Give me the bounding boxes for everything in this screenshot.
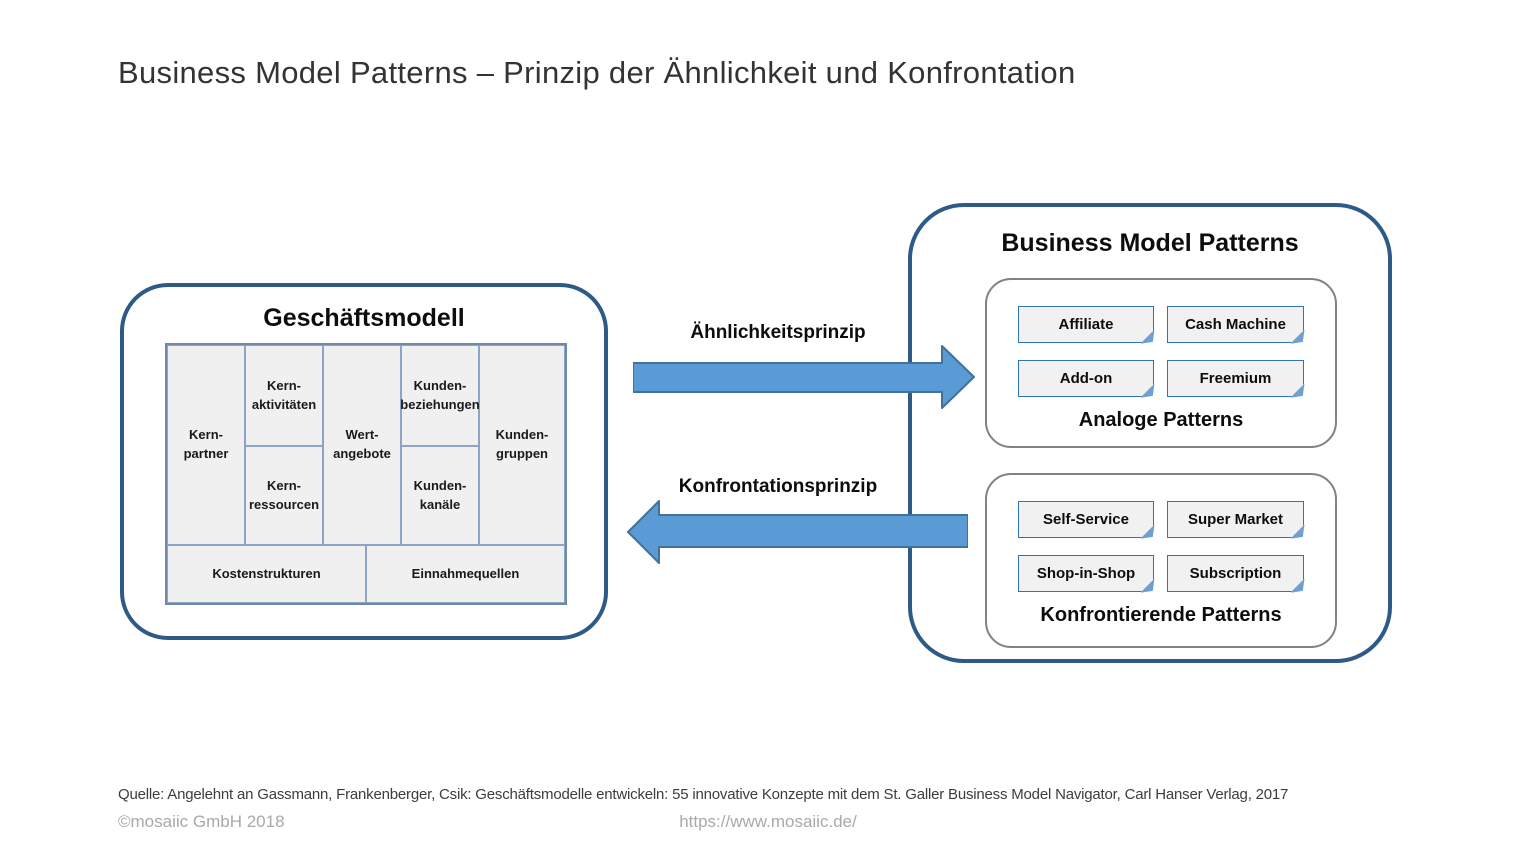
similarity-arrow-label: Ähnlichkeitsprinzip <box>690 322 866 343</box>
pattern-card-self-service: Self-Service <box>1018 501 1154 538</box>
canvas-cell-kunden-gruppen: Kunden- gruppen <box>479 345 565 545</box>
confronting-patterns-label: Konfrontierende Patterns <box>1040 604 1282 626</box>
confrontation-arrow-label: Konfrontationsprinzip <box>678 476 878 497</box>
footer-copyright: ©mosaiic GmbH 2018 <box>118 812 285 831</box>
patterns-box: Business Model Patterns Affiliate Cash M… <box>908 203 1392 663</box>
canvas-cell-kern-aktivitaeten: Kern- aktivitäten <box>245 345 323 446</box>
pattern-card-subscription: Subscription <box>1167 555 1304 592</box>
pattern-card-shop-in-shop: Shop-in-Shop <box>1018 555 1154 592</box>
canvas-lower-row: Kostenstrukturen Einnahmequellen <box>167 545 565 603</box>
pattern-card-add-on: Add-on <box>1018 360 1154 397</box>
footer-url: https://www.mosaiic.de/ <box>679 812 857 831</box>
canvas-cell-einnahmequellen: Einnahmequellen <box>366 545 565 603</box>
analog-patterns-label: Analoge Patterns <box>1078 409 1244 431</box>
page-title: Business Model Patterns – Prinzip der Äh… <box>118 55 1076 90</box>
confronting-patterns-panel: Self-Service Super Market Shop-in-Shop S… <box>985 473 1337 648</box>
similarity-arrow <box>632 345 975 409</box>
source-citation: Quelle: Angelehnt an Gassmann, Frankenbe… <box>118 786 1289 803</box>
canvas-cell-kostenstrukturen: Kostenstrukturen <box>167 545 366 603</box>
business-model-box: Geschäftsmodell Kern- partner Kern- akti… <box>120 283 608 640</box>
confrontation-arrow <box>627 500 969 564</box>
pattern-card-affiliate: Affiliate <box>1018 306 1154 343</box>
right-arrow-icon <box>632 345 975 409</box>
left-arrow-icon <box>627 500 969 564</box>
business-model-canvas: Kern- partner Kern- aktivitäten Wert- an… <box>165 343 567 605</box>
analog-pattern-cards: Affiliate Cash Machine Add-on Freemium <box>987 306 1335 397</box>
canvas-cell-kunden-kanaele: Kunden- kanäle <box>401 446 479 545</box>
business-model-title: Geschäftsmodell <box>263 304 465 332</box>
canvas-cell-kern-ressourcen: Kern- ressourcen <box>245 446 323 545</box>
analog-patterns-panel: Affiliate Cash Machine Add-on Freemium A… <box>985 278 1337 448</box>
canvas-cell-wert-angebote: Wert- angebote <box>323 345 401 545</box>
canvas-cell-kunden-beziehungen: Kunden- beziehungen <box>400 345 480 446</box>
pattern-card-super-market: Super Market <box>1167 501 1304 538</box>
pattern-card-cash-machine: Cash Machine <box>1167 306 1304 343</box>
canvas-upper-grid: Kern- partner Kern- aktivitäten Wert- an… <box>167 345 565 545</box>
patterns-title: Business Model Patterns <box>1001 229 1299 257</box>
canvas-cell-kern-partner: Kern- partner <box>167 345 245 545</box>
pattern-card-freemium: Freemium <box>1167 360 1304 397</box>
confronting-pattern-cards: Self-Service Super Market Shop-in-Shop S… <box>987 501 1335 592</box>
